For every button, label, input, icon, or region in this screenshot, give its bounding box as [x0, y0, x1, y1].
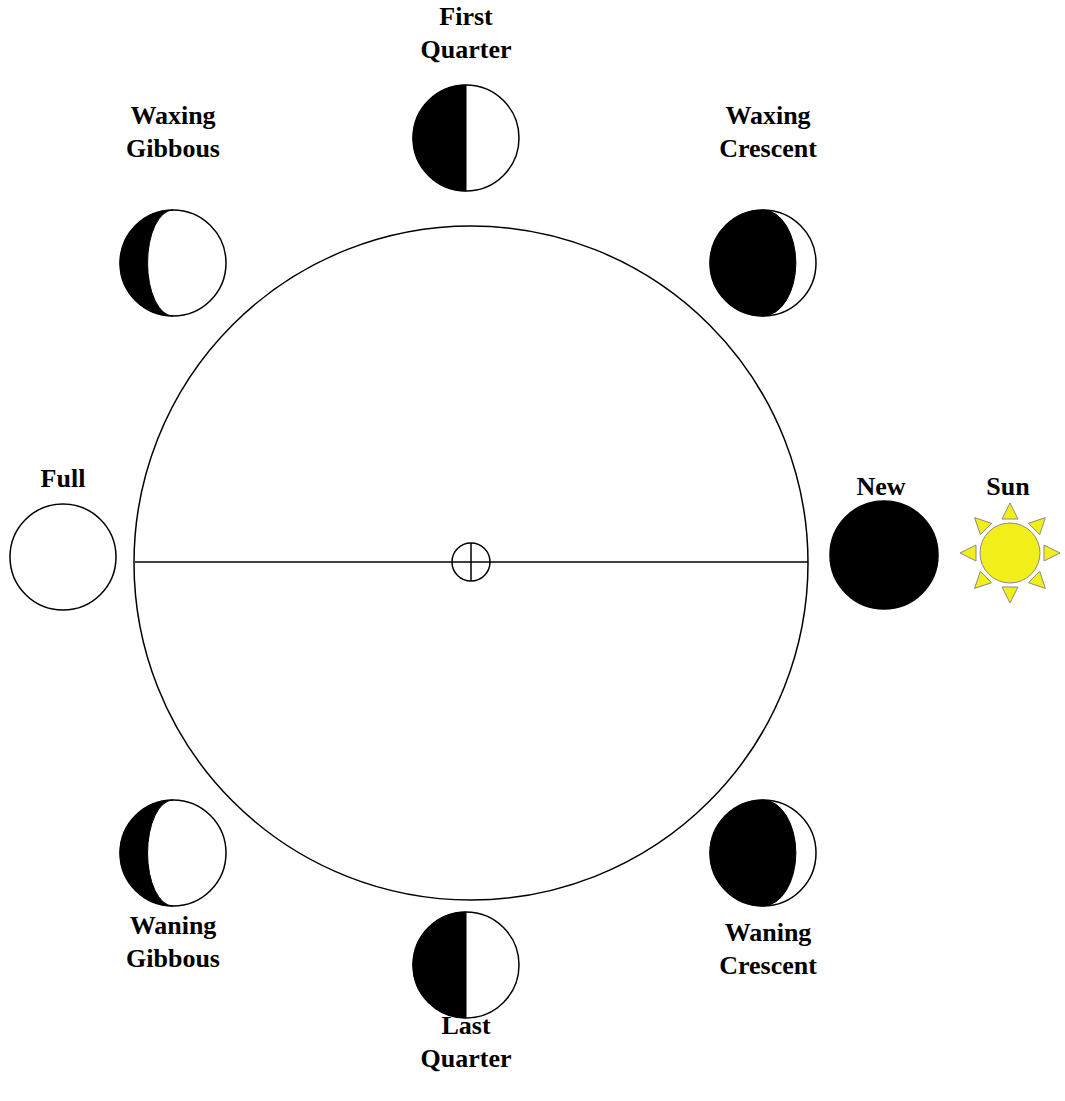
- phase-label: Waning Crescent: [698, 916, 838, 982]
- moon-phase: New: [828, 470, 940, 611]
- phase-label: Full: [13, 462, 113, 495]
- moon-phase: Waxing Crescent: [698, 99, 838, 318]
- moon-shape: [118, 208, 228, 318]
- sun-symbol: [954, 497, 1065, 609]
- phase-label: Waxing Crescent: [698, 99, 838, 165]
- moon-shape: [8, 502, 118, 612]
- moon-shape: [411, 83, 521, 193]
- moon-shape: [708, 208, 818, 318]
- sun-node: Sun: [954, 470, 1065, 609]
- moon-phase: Waning Crescent: [698, 798, 838, 982]
- moon-orbit: [134, 226, 808, 900]
- moon-shape: [411, 910, 521, 1020]
- phase-label: First Quarter: [401, 0, 531, 66]
- moon-shape: [708, 798, 818, 908]
- moon-phase: Last Quarter: [401, 910, 531, 1075]
- moon-shape: [828, 499, 940, 611]
- moon-phase: Full: [8, 462, 118, 612]
- earth-symbol: [452, 543, 490, 581]
- phase-label: New: [836, 470, 926, 503]
- phase-label: Waxing Gibbous: [103, 99, 243, 165]
- phase-label: Last Quarter: [401, 1009, 531, 1075]
- moon-shape: [118, 798, 228, 908]
- moon-phase: First Quarter: [401, 0, 531, 193]
- phase-label: Waning Gibbous: [103, 909, 243, 975]
- phase-label: Sun: [963, 470, 1053, 503]
- moon-phase: Waxing Gibbous: [103, 99, 243, 318]
- moon-phase: Waning Gibbous: [103, 798, 243, 975]
